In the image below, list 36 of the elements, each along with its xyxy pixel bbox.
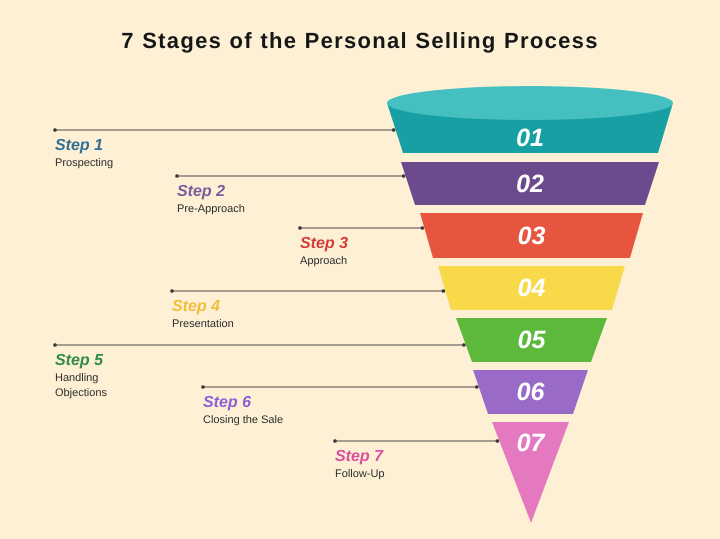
funnel-segment <box>420 213 643 258</box>
funnel-segment <box>401 162 659 205</box>
step-number: 01 <box>516 124 544 152</box>
funnel-segment <box>492 422 569 523</box>
step-number: 05 <box>518 326 546 354</box>
step-heading: Step 5 <box>55 351 104 370</box>
step-name: Handling Objections <box>55 371 108 401</box>
leader-line <box>333 439 500 443</box>
step-heading: Step 6 <box>203 393 252 412</box>
step-heading: Step 2 <box>177 182 226 201</box>
leader-line <box>201 385 479 389</box>
step-number: 02 <box>516 170 544 198</box>
leader-line <box>53 343 466 347</box>
step-heading: Step 3 <box>300 234 348 253</box>
funnel-segment <box>387 86 673 153</box>
step-number: 07 <box>516 429 544 457</box>
step-number: 03 <box>518 222 546 250</box>
step-name: Closing the Sale <box>203 413 284 428</box>
funnel-segment <box>456 318 607 362</box>
title: 7 Stages of the Personal Selling Process <box>121 27 599 55</box>
step-number: 04 <box>518 274 546 302</box>
step-name: Follow-Up <box>335 467 385 482</box>
leader-line <box>298 226 424 230</box>
leader-line <box>53 128 396 132</box>
funnel-segment <box>438 266 625 310</box>
step-name: Pre-Approach <box>177 202 245 217</box>
leader-line <box>175 174 406 178</box>
step-heading: Step 1 <box>55 136 104 155</box>
step-name: Approach <box>300 254 348 269</box>
step-heading: Step 4 <box>172 297 220 316</box>
step-name: Prospecting <box>55 156 114 171</box>
leader-line <box>170 289 446 293</box>
step-heading: Step 7 <box>335 447 384 466</box>
funnel-segment <box>473 370 588 414</box>
step-name: Presentation <box>172 317 234 332</box>
step-number: 06 <box>516 378 544 406</box>
